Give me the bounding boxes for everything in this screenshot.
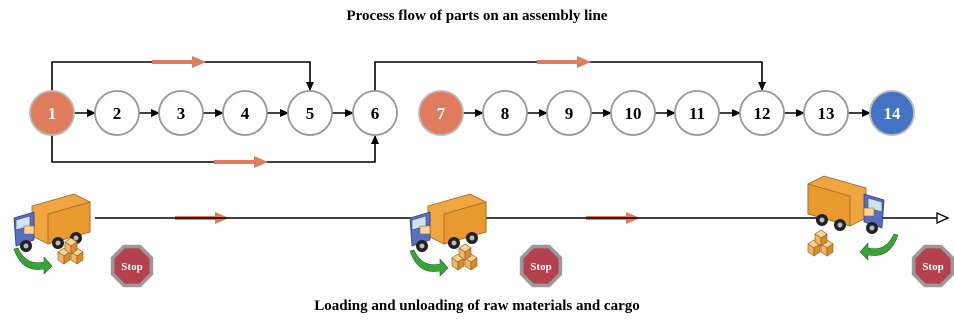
process-node-14: 14 — [869, 90, 915, 136]
process-node-13: 13 — [803, 90, 849, 136]
load-arrow-icon — [859, 233, 899, 261]
node-label: 5 — [306, 104, 315, 123]
node-label: 7 — [437, 104, 446, 123]
truck-icon — [409, 193, 487, 252]
process-node-5: 5 — [287, 90, 333, 136]
unload-arrow-icon — [409, 249, 449, 277]
bypass-edge-1-5 — [51, 61, 314, 91]
process-node-6: 6 — [352, 90, 398, 136]
node-label: 6 — [371, 104, 380, 123]
stop-sign-icon: Stop — [110, 244, 154, 288]
node-label: 9 — [565, 104, 574, 123]
node-label: 12 — [754, 104, 771, 123]
node-label: 3 — [177, 104, 186, 123]
diagram-caption: Loading and unloading of raw materials a… — [314, 298, 640, 314]
flow-arrow-1-6 — [214, 156, 268, 168]
node-label: 1 — [48, 104, 57, 123]
flow-arrow-1-5 — [152, 56, 206, 68]
stop-sign-label: Stop — [121, 261, 142, 273]
node-label: 14 — [884, 104, 902, 123]
process-node-12: 12 — [739, 90, 785, 136]
cargo-boxes-icon — [451, 243, 478, 271]
process-node-8: 8 — [482, 90, 528, 136]
stop-sign-icon: Stop — [519, 244, 563, 288]
node-label: 10 — [625, 104, 642, 123]
cargo-boxes-icon — [57, 237, 84, 265]
process-node-2: 2 — [94, 90, 140, 136]
orange-flow-arrows — [152, 56, 640, 224]
process-node-4: 4 — [222, 90, 268, 136]
truck-icon — [807, 175, 885, 234]
node-label: 8 — [501, 104, 510, 123]
node-label: 2 — [113, 104, 122, 123]
process-node-10: 10 — [610, 90, 656, 136]
stop-sign-label: Stop — [530, 261, 551, 273]
process-node-9: 9 — [546, 90, 592, 136]
stop-sign-label: Stop — [922, 261, 943, 273]
bypass-edge-1-6 — [51, 135, 379, 163]
trucks — [13, 175, 899, 277]
node-label: 11 — [689, 104, 705, 123]
unload-arrow-icon — [13, 247, 53, 275]
process-node-1: 1 — [29, 90, 75, 136]
process-node-7: 7 — [418, 90, 464, 136]
diagram-title: Process flow of parts on an assembly lin… — [346, 8, 608, 24]
node-label: 4 — [241, 104, 250, 123]
bypass-edge-6-12 — [374, 61, 766, 91]
node-label: 13 — [818, 104, 835, 123]
process-node-3: 3 — [158, 90, 204, 136]
process-node-11: 11 — [674, 90, 720, 136]
truck-icon — [13, 193, 91, 252]
stop-signs: Stop Stop Stop — [110, 244, 954, 288]
flow-arrow-6-12 — [537, 56, 591, 68]
stop-sign-icon: Stop — [911, 244, 954, 288]
cargo-boxes-icon — [807, 229, 834, 257]
